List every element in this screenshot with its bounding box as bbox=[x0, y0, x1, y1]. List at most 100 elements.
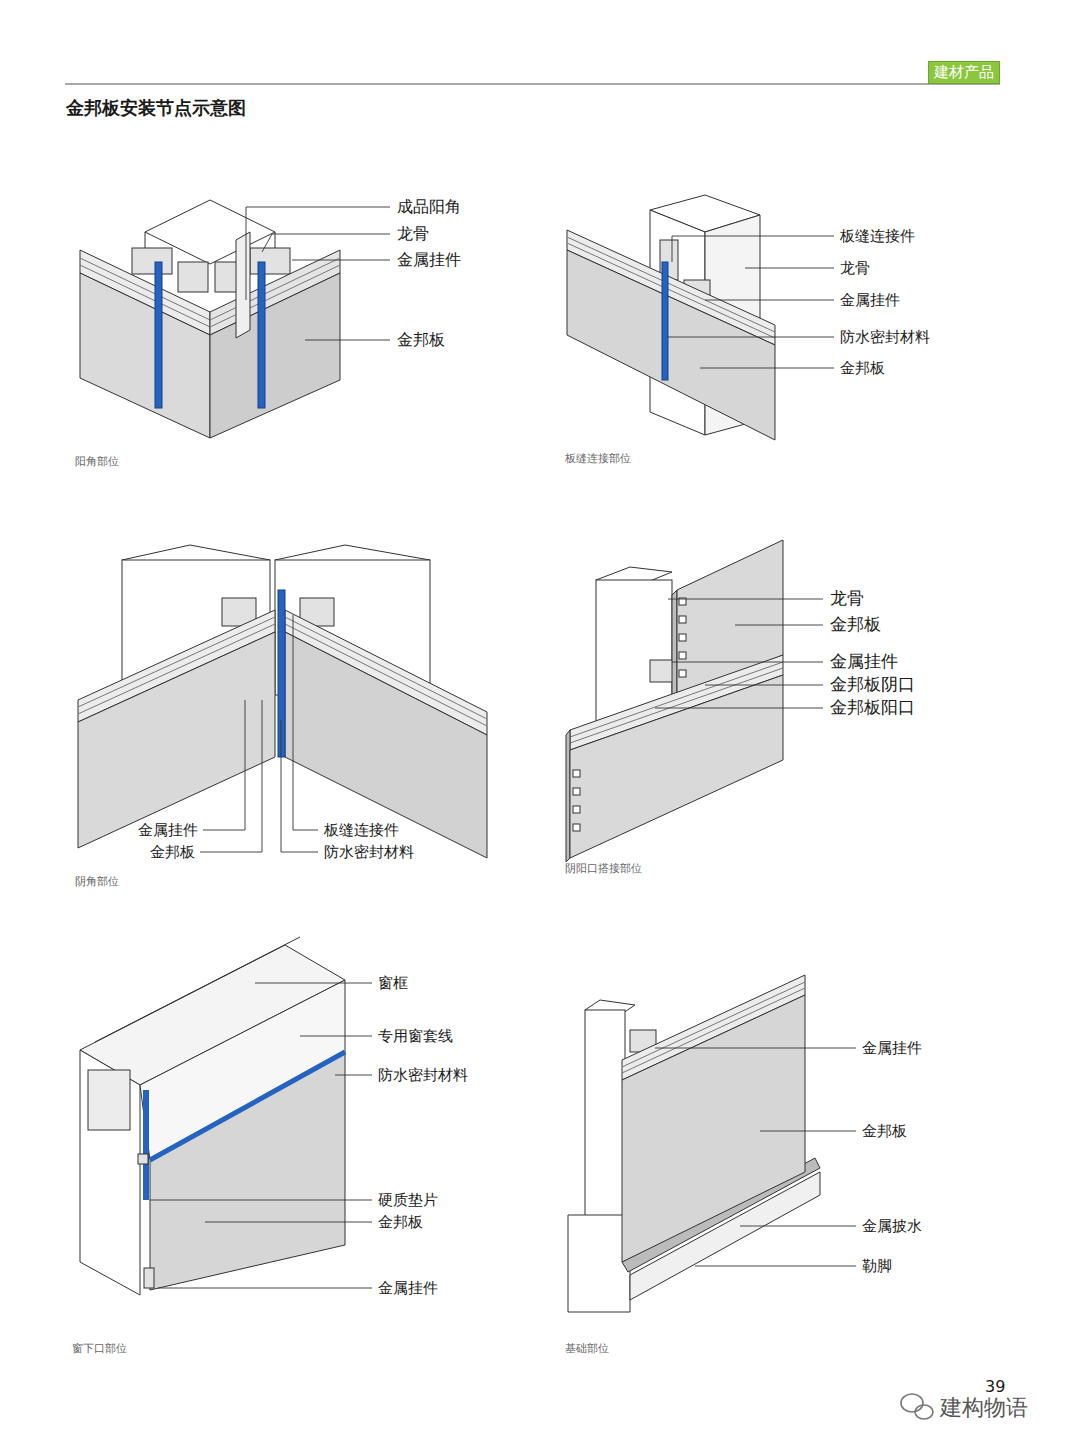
outside-corner-figure-part bbox=[250, 248, 290, 274]
leader-line bbox=[760, 1131, 856, 1132]
callout-label: 勒脚 bbox=[862, 1257, 892, 1276]
outside-corner-figure-part bbox=[80, 273, 210, 438]
inside-corner-figure-part bbox=[78, 632, 275, 848]
leader-line bbox=[305, 340, 390, 341]
callout-label: 专用窗套线 bbox=[378, 1027, 453, 1046]
leader-line bbox=[655, 1048, 856, 1049]
page-title: 金邦板安装节点示意图 bbox=[66, 97, 246, 120]
leader-line bbox=[262, 234, 390, 252]
tag-text: 建材产品 bbox=[934, 63, 994, 82]
leader-line bbox=[300, 1036, 372, 1037]
header-rule bbox=[65, 84, 1000, 85]
window-sill-figure-part bbox=[143, 1090, 149, 1200]
leader-line bbox=[335, 1075, 372, 1076]
leader-line bbox=[200, 700, 262, 852]
callout-label: 金邦板 bbox=[862, 1122, 907, 1141]
tongue-groove-figure-part bbox=[573, 824, 580, 831]
window-sill-figure-part bbox=[144, 1268, 154, 1288]
callout-label: 金属挂件 bbox=[378, 1279, 438, 1298]
callout-label: 金属挂件 bbox=[840, 291, 900, 310]
callout-label: 防水密封材料 bbox=[378, 1066, 468, 1085]
figure-caption: 阴阳口搭接部位 bbox=[565, 862, 642, 876]
callout-label: 金属挂件 bbox=[397, 250, 461, 270]
base-figure bbox=[568, 975, 820, 1312]
leader-line bbox=[668, 599, 823, 600]
leader-line bbox=[203, 700, 245, 830]
tongue-groove-figure bbox=[566, 540, 783, 862]
leader-line bbox=[158, 1288, 372, 1289]
panel-joint-figure-part bbox=[662, 262, 668, 380]
leader-line bbox=[705, 300, 834, 301]
tongue-groove-figure-part bbox=[566, 730, 570, 862]
panel-joint-figure bbox=[567, 195, 775, 440]
outside-corner-figure-part bbox=[210, 273, 340, 438]
window-sill-figure-part bbox=[150, 1052, 345, 1160]
header-tag: 建材产品 bbox=[928, 61, 1000, 84]
leader-line bbox=[668, 337, 834, 338]
window-sill-figure bbox=[80, 937, 345, 1295]
callout-label: 金邦板 bbox=[150, 843, 195, 862]
tongue-groove-figure-part bbox=[573, 788, 580, 795]
leader-line bbox=[672, 236, 834, 262]
leader-line bbox=[672, 662, 823, 663]
inside-corner-figure-part bbox=[278, 590, 285, 757]
callout-label: 板缝连接件 bbox=[840, 227, 915, 246]
leader-line bbox=[695, 1266, 856, 1267]
tongue-groove-figure-part bbox=[672, 590, 677, 705]
outside-corner-figure-part bbox=[132, 248, 172, 274]
leader-line bbox=[740, 1226, 856, 1227]
tongue-groove-figure-part bbox=[679, 634, 686, 641]
outside-corner-figure-part bbox=[236, 232, 250, 338]
figure-caption: 板缝连接部位 bbox=[565, 452, 631, 466]
base-figure-part bbox=[622, 995, 805, 1262]
callout-label: 金属挂件 bbox=[138, 821, 198, 840]
callout-label: 板缝连接件 bbox=[324, 821, 399, 840]
callout-label: 龙骨 bbox=[840, 259, 870, 278]
callout-label: 金属挂件 bbox=[830, 651, 898, 672]
callout-label: 金属挂件 bbox=[862, 1039, 922, 1058]
leader-line bbox=[735, 625, 823, 626]
figure-caption: 阴角部位 bbox=[75, 875, 119, 889]
leader-line bbox=[655, 708, 823, 709]
inside-corner-figure bbox=[78, 545, 487, 858]
outside-corner-figure-part bbox=[155, 262, 162, 408]
tongue-groove-figure-part bbox=[570, 675, 783, 858]
callout-label: 硬质垫片 bbox=[378, 1191, 438, 1210]
outside-corner-figure-part bbox=[178, 262, 208, 292]
wechat-icon bbox=[901, 1394, 933, 1419]
window-sill-figure-part bbox=[150, 1052, 345, 1290]
window-sill-figure-part bbox=[138, 1154, 148, 1164]
leader-line bbox=[205, 1222, 372, 1223]
callout-label: 金属披水 bbox=[862, 1217, 922, 1236]
figure-caption: 窗下口部位 bbox=[72, 1342, 127, 1356]
leader-line bbox=[293, 615, 318, 830]
tongue-groove-figure-part bbox=[573, 770, 580, 777]
figure-caption: 基础部位 bbox=[565, 1342, 609, 1356]
base-figure-part bbox=[585, 1010, 625, 1225]
callout-label: 金邦板阴口 bbox=[830, 674, 915, 695]
leader-line bbox=[292, 260, 390, 261]
page-number: 39 bbox=[985, 1377, 1005, 1397]
callout-label: 金邦板阳口 bbox=[830, 697, 915, 718]
tongue-groove-figure-part bbox=[679, 670, 686, 677]
callout-label: 金邦板 bbox=[840, 359, 885, 378]
callout-label: 防水密封材料 bbox=[324, 843, 414, 862]
base-figure-part bbox=[568, 1215, 630, 1312]
leader-line bbox=[281, 720, 318, 852]
tongue-groove-figure-part bbox=[679, 652, 686, 659]
callout-label: 窗框 bbox=[378, 974, 408, 993]
leader-line bbox=[246, 207, 390, 300]
leader-line bbox=[700, 368, 834, 369]
window-sill-figure-part bbox=[88, 1070, 130, 1130]
callout-label: 防水密封材料 bbox=[840, 328, 930, 347]
callout-label: 金邦板 bbox=[830, 614, 881, 635]
wechat-icon-part bbox=[901, 1394, 923, 1412]
tongue-groove-figure-part bbox=[650, 660, 674, 682]
window-sill-figure-part bbox=[80, 1050, 140, 1295]
leader-line bbox=[705, 685, 823, 686]
leader-line bbox=[150, 1200, 372, 1201]
leader-line bbox=[255, 983, 372, 984]
